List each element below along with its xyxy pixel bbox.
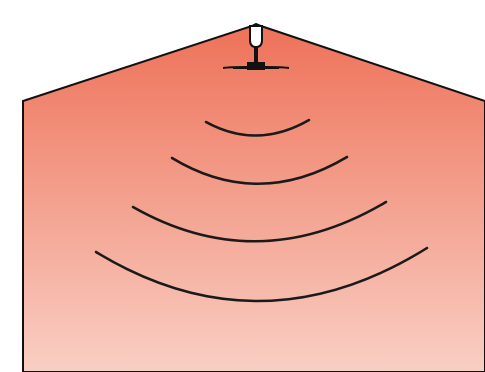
spray-wave-1 <box>204 118 311 137</box>
spray-wave-3 <box>131 200 388 243</box>
sprinkler-nozzle <box>249 25 263 49</box>
sprinkler-stem <box>254 46 258 62</box>
sprinkler-deflector-block <box>247 62 265 70</box>
sprinkler-icon <box>222 25 290 70</box>
spray-wave-4 <box>94 246 429 303</box>
spray-wave-2 <box>170 155 349 185</box>
room-cross-section <box>22 22 485 372</box>
spray-waves <box>94 118 429 303</box>
